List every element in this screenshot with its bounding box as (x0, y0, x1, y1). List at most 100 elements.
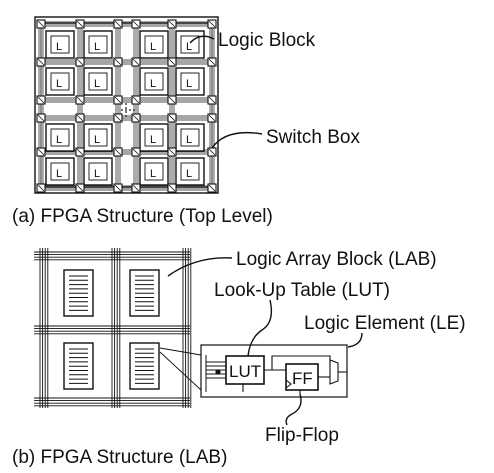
logic-block-core (50, 162, 70, 181)
switch-box-diagonal (114, 114, 122, 122)
switch-box-diagonal (37, 20, 45, 28)
switch-box-diagonal (208, 148, 216, 156)
switch-box-diagonal (208, 114, 216, 122)
logic-block-letter: L (186, 134, 192, 146)
outer-routing-frame (34, 16, 219, 194)
continuation-dot (133, 109, 135, 111)
continuation-dot (125, 111, 127, 113)
logic-block-letter: L (56, 168, 62, 180)
fpga-top-level-grid: L L L L L L L L L L L L L L L L (34, 16, 219, 194)
logic-block-letter: L (150, 134, 156, 146)
lut-input-lines (205, 355, 226, 392)
switch-box-diagonal (114, 58, 122, 66)
switch-box-diagonal (114, 184, 122, 192)
logic-block-core (88, 162, 108, 181)
ff-text: FF (292, 369, 313, 388)
continuation-dot (125, 103, 127, 105)
logic-block-letter: L (150, 41, 156, 53)
switch-box-diagonal (76, 184, 84, 192)
switch-box-diagonal (114, 148, 122, 156)
continuation-dot (121, 109, 123, 111)
logic-block-core (144, 162, 164, 181)
flipflop-leader (285, 393, 302, 426)
logic-block-core (180, 162, 200, 181)
logic-block-letter: L (94, 168, 100, 180)
logic-block-core (88, 35, 108, 54)
switch-box-diagonal (37, 96, 45, 104)
logic-block-core (50, 128, 70, 147)
logic-block-core (144, 72, 164, 91)
switch-box-diagonal (76, 114, 84, 122)
le-leader (347, 332, 363, 348)
logic-block-label: Logic Block (218, 30, 316, 51)
logic-block-core (144, 35, 164, 54)
logic-block-letter: L (94, 134, 100, 146)
switch-box-diagonal (37, 58, 45, 66)
switch-box-diagonal (208, 184, 216, 192)
switch-box-diagonal (168, 20, 176, 28)
logic-block-letter: L (186, 168, 192, 180)
logic-block-core (88, 128, 108, 147)
lab-routing-structure (34, 248, 202, 408)
switch-box-diagonal (114, 96, 122, 104)
output-mux (329, 359, 339, 385)
zoom-line (159, 347, 202, 356)
switch-box-diagonal (76, 20, 84, 28)
logic-block-letter: L (94, 41, 100, 53)
switch-box-diagonal (114, 20, 122, 28)
continuation-dot (125, 109, 127, 111)
lab-leader (167, 257, 233, 277)
ff-clock-triangle (285, 379, 292, 389)
logic-block-core (88, 72, 108, 91)
lut-leader (247, 299, 273, 357)
lab-label: Logic Array Block (LAB) (236, 249, 437, 270)
switch-box-diagonal (37, 184, 45, 192)
switch-box-diagonal (37, 114, 45, 122)
switch-box-diagonal (76, 96, 84, 104)
logic-element: LUT FF (200, 344, 348, 398)
logic-element-box (200, 344, 348, 398)
switch-box-diagonal (132, 96, 140, 104)
continuation-dot (125, 107, 127, 109)
logic-element-label: Logic Element (LE) (304, 313, 466, 334)
logic-block-core (180, 35, 200, 54)
switch-box-diagonal (132, 184, 140, 192)
logic-block-letter: L (56, 78, 62, 90)
logic-block-letter: L (186, 78, 192, 90)
switch-box-diagonal (132, 58, 140, 66)
logic-block-core (50, 72, 70, 91)
zoom-line (159, 351, 202, 391)
le-connection-dot (215, 369, 221, 375)
logic-block-letter: L (56, 134, 62, 146)
switch-box-label: Switch Box (266, 127, 360, 148)
flipflop-label: Flip-Flop (265, 425, 339, 446)
logic-block-letter: L (186, 41, 192, 53)
switch-box-diagonal (132, 114, 140, 122)
logic-block-core (180, 128, 200, 147)
continuation-dot (129, 109, 131, 111)
logic-block-leader (189, 35, 215, 44)
switch-box-diagonal (208, 20, 216, 28)
switch-box-diagonal (132, 148, 140, 156)
logic-block-letter: L (150, 168, 156, 180)
switch-box-diagonal (208, 58, 216, 66)
caption-top-level: (a) FPGA Structure (Top Level) (12, 206, 273, 227)
logic-block-core (144, 128, 164, 147)
logic-block-core (180, 72, 200, 91)
continuation-dot (125, 115, 127, 117)
switch-box-diagonal (168, 184, 176, 192)
switch-box-diagonal (168, 58, 176, 66)
switch-box-leader (211, 131, 263, 149)
switch-box-diagonal (168, 148, 176, 156)
switch-box-diagonal (37, 148, 45, 156)
logic-block-letter: L (94, 78, 100, 90)
logic-block-core (50, 35, 70, 54)
logic-block-letter: L (56, 41, 62, 53)
switch-box-diagonal (132, 20, 140, 28)
logic-block-letter: L (150, 78, 156, 90)
lut-text: LUT (229, 362, 261, 381)
lut-label: Look-Up Table (LUT) (214, 280, 390, 301)
switch-box-diagonal (76, 58, 84, 66)
logic-array-block (63, 342, 94, 390)
